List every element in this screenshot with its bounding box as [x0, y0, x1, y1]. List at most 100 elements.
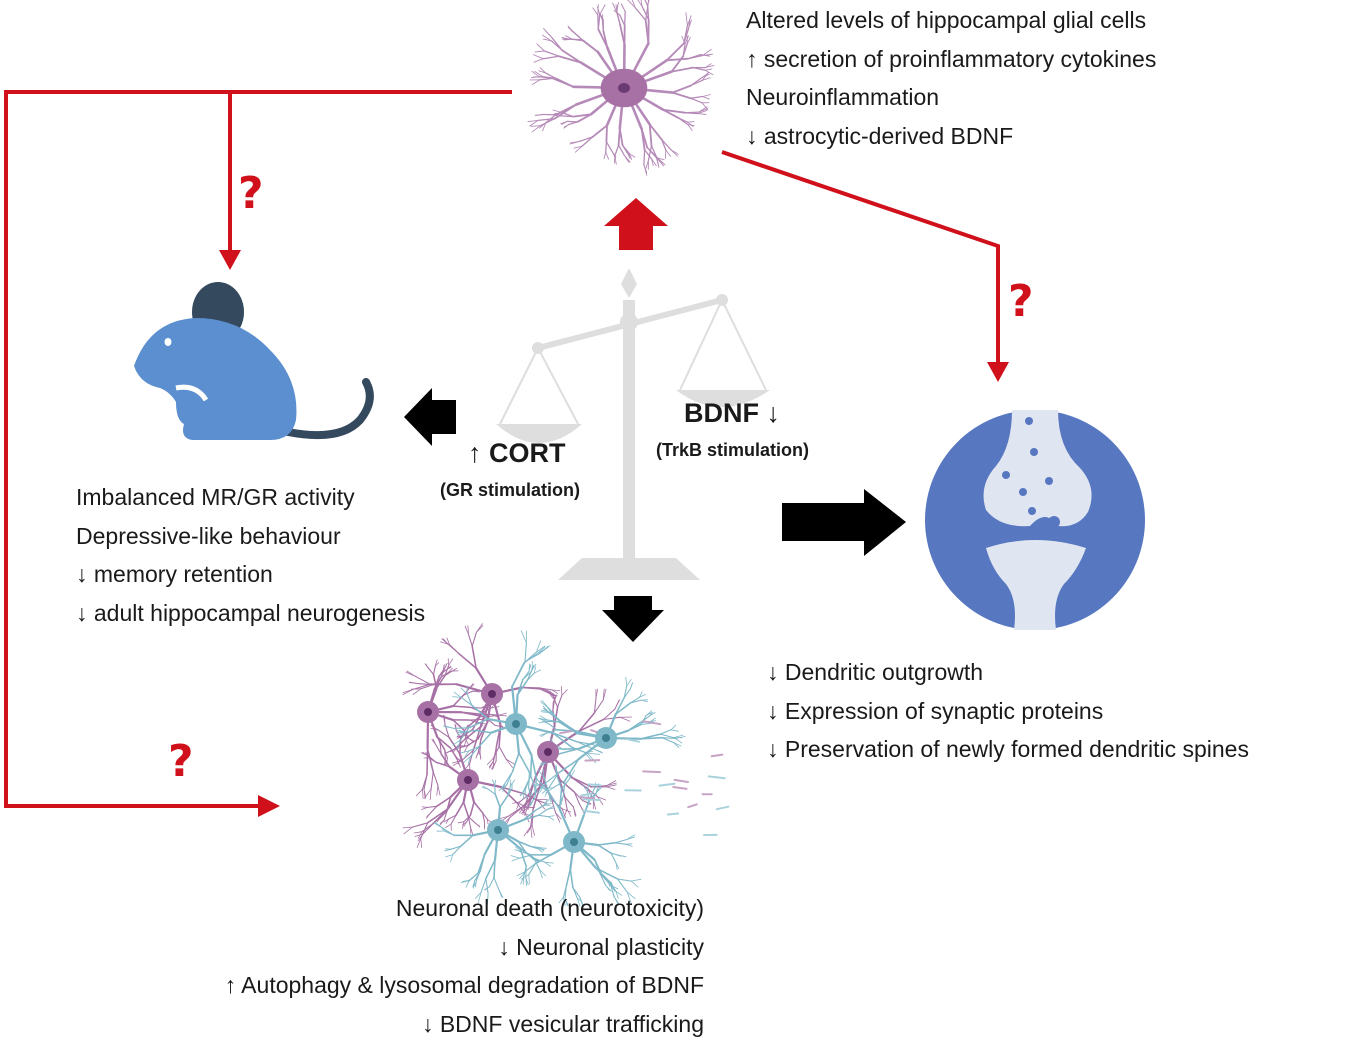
dendrite-segment: [526, 669, 533, 681]
dendrite-segment: [614, 702, 631, 715]
dendrite-segment: [524, 802, 530, 810]
dendrite-segment: [617, 878, 632, 882]
dendrite-segment: [539, 687, 553, 691]
dendrite-segment: [468, 746, 480, 752]
dendrite-segment: [463, 755, 471, 763]
dendrite-segment: [587, 785, 589, 792]
dendrite-segment: [592, 748, 603, 754]
dendrite-segment: [462, 879, 470, 882]
dendrite-segment: [533, 780, 540, 786]
behaviour-effect-1: Imbalanced MR/GR activity: [76, 484, 355, 510]
dendrite-segment: [534, 803, 546, 812]
dendrite-segment: [462, 687, 471, 696]
red-arrowheads: [219, 198, 1009, 817]
dendrite-segment: [576, 113, 593, 123]
dendrite-segment: [684, 111, 700, 114]
dendrite-segment: [557, 55, 582, 64]
dendrite-segment: [484, 886, 490, 891]
dendrite-segment: [420, 837, 422, 848]
astrocyte-icon: [527, 0, 715, 176]
synapse-effects-list: ↓ Dendritic outgrowth ↓ Expression of sy…: [767, 653, 1249, 769]
dendrite-segment: [560, 778, 571, 790]
dendrite-segment: [573, 145, 583, 149]
dendrite-segment: [533, 58, 544, 63]
dendrite-segment: [534, 854, 552, 865]
dendrite-segment: [569, 868, 574, 889]
dendrite-segment: [461, 749, 474, 762]
dendrite-segment: [523, 865, 527, 878]
dendrite-segment: [702, 53, 714, 56]
dendrite-segment: [542, 55, 560, 60]
dendrite-segment: [640, 699, 648, 703]
dendrite-segment: [605, 884, 611, 891]
dendrite-segment: [516, 679, 528, 696]
dendrite-segment: [480, 878, 487, 893]
dendrite-segment: [621, 3, 626, 13]
dendrite-segment: [569, 770, 575, 780]
dendrite-segment: [494, 793, 501, 808]
dendrite-segment: [605, 141, 613, 152]
dendrite-segment: [460, 696, 473, 706]
dendrite-segment: [471, 715, 481, 731]
dendrite-segment: [517, 840, 532, 848]
left-arrow-to-mouse: [404, 388, 456, 446]
dendrite-segment: [524, 863, 536, 873]
dendrite-segment: [578, 718, 605, 732]
dendrite-segment: [603, 151, 607, 160]
dendrite-segment: [615, 891, 619, 899]
dendrite-segment: [523, 825, 532, 837]
dendrite-segment: [582, 800, 591, 805]
dendrite-segment: [516, 871, 526, 877]
dendrite-segment: [621, 144, 629, 155]
dendrite-segment: [682, 43, 686, 57]
dendrite-segment: [609, 881, 615, 898]
dendrite-segment: [617, 144, 626, 157]
dendrite-segment: [626, 891, 632, 904]
dendrite-segment: [644, 0, 649, 7]
dendrite-segment: [437, 729, 450, 738]
dendrite-segment: [593, 699, 604, 714]
dendrite-segment: [675, 738, 683, 744]
dendrite-segment: [510, 779, 516, 787]
dendrite-segment: [640, 736, 663, 740]
dendrite-segment: [442, 638, 449, 645]
dendrite-segment: [552, 700, 555, 712]
dendrite-segment: [453, 760, 463, 766]
dendrite-segment: [567, 27, 574, 33]
dendrite-segment: [566, 120, 579, 123]
dendrite-segment: [445, 666, 452, 671]
dendrite-segment: [623, 685, 628, 699]
dendrite-segment: [673, 734, 684, 738]
axon-fragment: [672, 786, 688, 790]
dendrite-segment: [485, 878, 489, 894]
synapse-icon: [925, 410, 1145, 630]
glia-effects-list: Altered levels of hippocampal glial cell…: [746, 1, 1156, 155]
dendrite-segment: [455, 801, 465, 816]
dendrite-segment: [474, 891, 482, 899]
question-mark-neurons: ?: [168, 736, 194, 787]
dendrite-segment: [597, 4, 599, 16]
dendrite-segment: [593, 782, 596, 790]
dendrite-segment: [505, 758, 516, 765]
dendrite-segment: [452, 694, 465, 707]
neuron-network-icon: [402, 623, 730, 907]
dendrite-segment: [538, 717, 548, 721]
dendrite-segment: [661, 737, 677, 740]
dendrite-segment: [611, 150, 617, 159]
dendrite-segment: [420, 684, 434, 690]
dendrite-segment: [423, 774, 428, 790]
dendrite-segment: [505, 770, 514, 783]
dendrite-segment: [530, 825, 533, 838]
dendrite-segment: [619, 23, 626, 46]
dendrite-segment: [640, 0, 643, 7]
dendrite-segment: [458, 653, 477, 669]
dendrite-segment: [533, 666, 537, 674]
dendrite-segment: [555, 812, 562, 820]
dendrite-segment: [629, 682, 634, 690]
dendrite-segment: [579, 897, 583, 907]
axon-fragment: [642, 720, 662, 726]
dendrite-segment: [572, 113, 593, 118]
dendrite-segment: [433, 675, 440, 690]
dendrite-segment: [462, 821, 465, 829]
dendrite-segment: [572, 886, 581, 899]
